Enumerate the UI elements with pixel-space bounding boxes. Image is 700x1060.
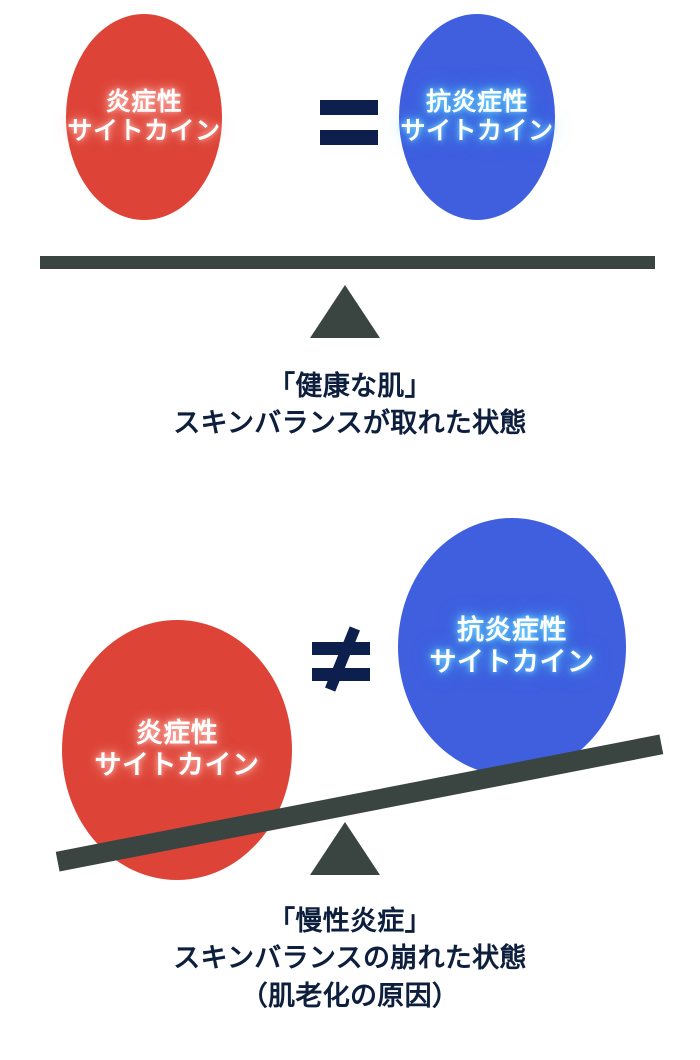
anti-inflammatory-cytokine-bubble-unbalanced: 抗炎症性 サイトカイン [398, 518, 626, 776]
balance-beam-level [40, 256, 655, 269]
caption-line-3: （肌老化の原因） [240, 980, 460, 1011]
anti-inflammatory-cytokine-bubble-balanced: 抗炎症性 サイトカイン [399, 14, 555, 220]
caption-line-2: スキンバランスが取れた状態 [173, 408, 527, 439]
bubble-label-line-1: 抗炎症性 [425, 87, 528, 116]
bubble-label-line-2: サイトカイン [429, 647, 595, 677]
caption-line-2: スキンバランスの崩れた状態 [173, 943, 527, 974]
caption-line-1: 「慢性炎症」 [268, 906, 432, 936]
bubble-label-line-1: 炎症性 [105, 87, 183, 116]
equals-bar-lower [320, 130, 378, 145]
equals-bar-upper [320, 100, 378, 115]
fulcrum-triangle-icon [310, 285, 380, 338]
caption-chronic-inflammation: 「慢性炎症」 スキンバランスの崩れた状態 （肌老化の原因） [0, 903, 700, 1015]
fulcrum-triangle-icon [310, 822, 380, 875]
inflammatory-cytokine-bubble-balanced: 炎症性 サイトカイン [66, 14, 222, 220]
bubble-label-line-2: サイトカイン [67, 117, 221, 145]
bubble-label-line-1: 炎症性 [135, 718, 219, 749]
not-equals-slash [325, 626, 360, 692]
caption-healthy-skin: 「健康な肌」 スキンバランスが取れた状態 [0, 368, 700, 443]
not-equals-sign-icon [290, 612, 400, 712]
caption-line-1: 「健康な肌」 [268, 371, 432, 401]
equals-sign-icon [290, 72, 410, 162]
bubble-label-line-2: サイトカイン [94, 750, 260, 780]
bubble-label-line-2: サイトカイン [400, 117, 554, 145]
bubble-label-line-1: 抗炎症性 [457, 615, 567, 646]
